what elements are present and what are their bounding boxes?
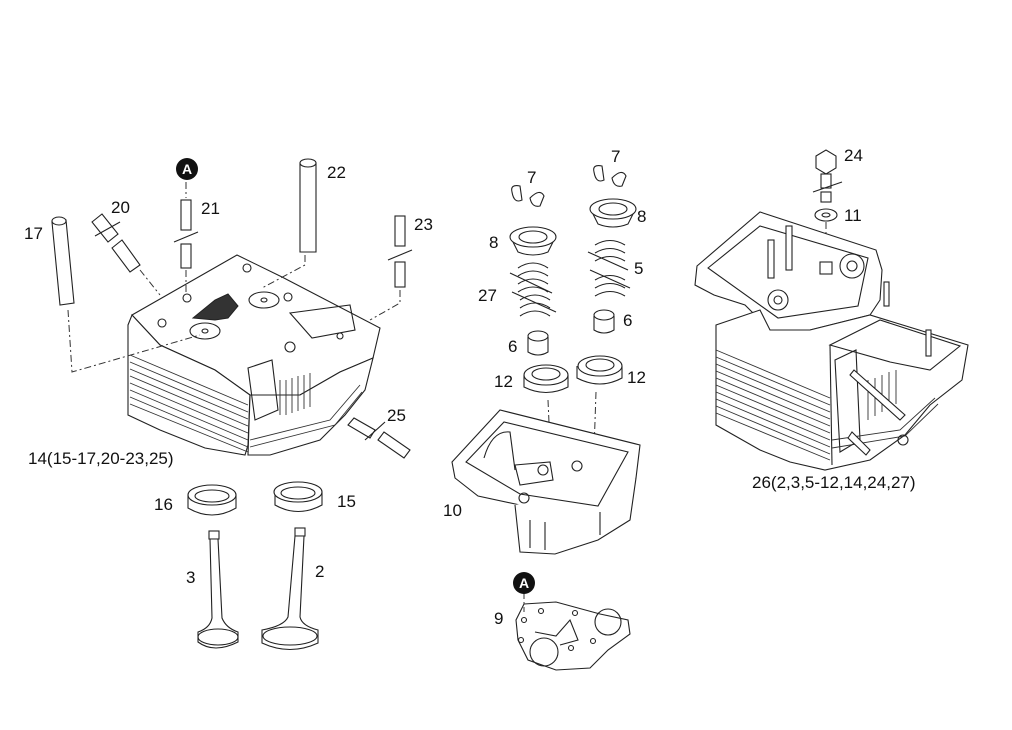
exhaust-valve-3 <box>197 530 239 649</box>
hex-bolt-24 <box>812 149 843 203</box>
spring-seat-12-left <box>523 364 569 394</box>
stud-23 <box>369 215 413 321</box>
callout-22: 22 <box>327 163 346 182</box>
cooling-fins <box>129 354 363 453</box>
callout-21: 21 <box>201 199 220 218</box>
callout-8-right: 8 <box>637 207 647 226</box>
stud-25 <box>347 417 411 459</box>
callout-11: 11 <box>844 206 862 225</box>
callout-20: 20 <box>111 198 130 217</box>
callout-23: 23 <box>414 215 433 234</box>
callout-9: 9 <box>494 609 504 628</box>
callout-2: 2 <box>315 562 325 581</box>
callout-6-right: 6 <box>623 311 633 330</box>
valve-seat-ring-15 <box>273 481 323 513</box>
callout-7-left: 7 <box>527 168 537 187</box>
spring-seat-12-right <box>576 355 623 385</box>
callout-7-right: 7 <box>611 147 621 166</box>
spring-retainer-8-right <box>589 198 637 228</box>
callout-16: 16 <box>154 495 173 514</box>
spring-retainer-8-left <box>509 226 557 256</box>
gasket-9 <box>515 592 631 671</box>
callout-5: 5 <box>634 259 644 278</box>
valve-guide-17 <box>51 216 201 373</box>
callout-12-right: 12 <box>627 368 646 387</box>
valve-cotters-7-right <box>593 165 627 187</box>
callout-14-group: 14(15-17,20-23,25) <box>28 449 174 468</box>
stud-20 <box>91 213 161 296</box>
callout-24: 24 <box>844 146 863 165</box>
reference-marker-a-top: A <box>176 158 198 180</box>
callout-25: 25 <box>387 406 406 425</box>
valve-seat-ring-16 <box>187 484 237 516</box>
cylinder-head-14 <box>127 254 381 456</box>
complete-assembly-26 <box>694 211 969 471</box>
callout-10: 10 <box>443 501 462 520</box>
callout-6-left: 6 <box>508 337 518 356</box>
callout-3: 3 <box>186 568 196 587</box>
intake-valve-2 <box>261 527 319 651</box>
valve-spring-5 <box>587 239 631 297</box>
callout-12-left: 12 <box>494 372 513 391</box>
stud-21 <box>173 182 199 295</box>
callout-26-group: 26(2,3,5-12,14,24,27) <box>752 473 916 492</box>
callout-27: 27 <box>478 286 497 305</box>
reference-marker-a-bottom: A <box>513 572 535 594</box>
callout-8-left: 8 <box>489 233 499 252</box>
valve-stem-seal-6-left <box>527 330 549 356</box>
valve-stem-seal-6-right <box>593 309 615 334</box>
valve-cotters-7-left <box>511 185 545 207</box>
rocker-housing-10 <box>451 409 641 555</box>
valve-spring-27 <box>509 262 557 317</box>
callout-17: 17 <box>24 224 43 243</box>
valve-guide-22 <box>261 158 317 289</box>
callout-15: 15 <box>337 492 356 511</box>
